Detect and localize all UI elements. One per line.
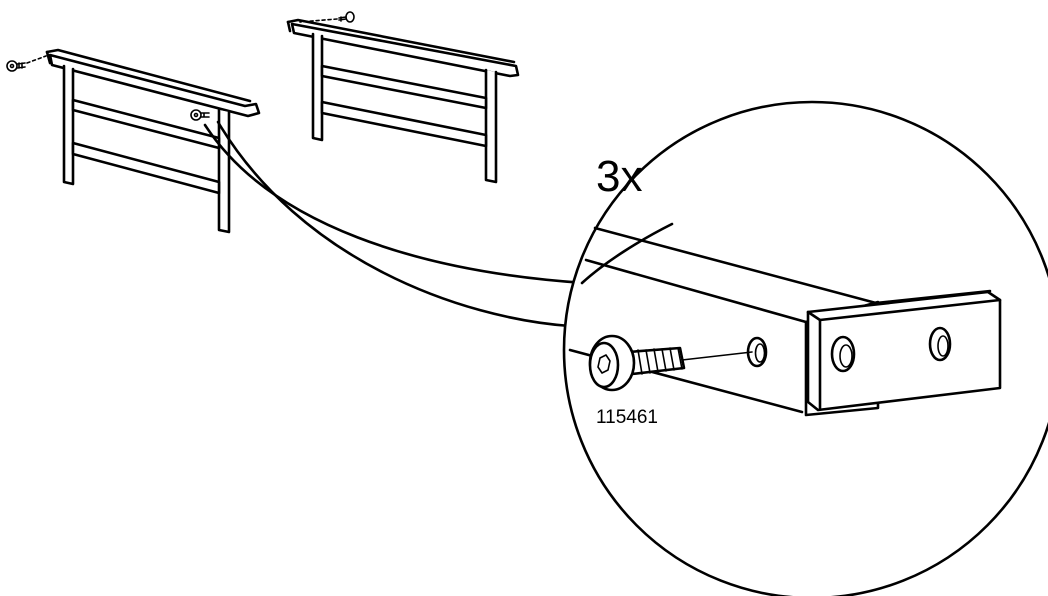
right-rail-frame (286, 18, 520, 184)
screw-left-small-icon (6, 55, 47, 72)
quantity-label: 3x (596, 152, 642, 201)
screw-top-small-icon (299, 11, 355, 23)
hex-socket-screw-icon (588, 334, 753, 392)
rail-end-detail (568, 226, 1002, 417)
callout-leader (203, 120, 587, 328)
left-rail-frame (45, 48, 261, 234)
part-number-label: 115461 (596, 407, 658, 428)
screw-middle-small-icon (190, 109, 210, 121)
